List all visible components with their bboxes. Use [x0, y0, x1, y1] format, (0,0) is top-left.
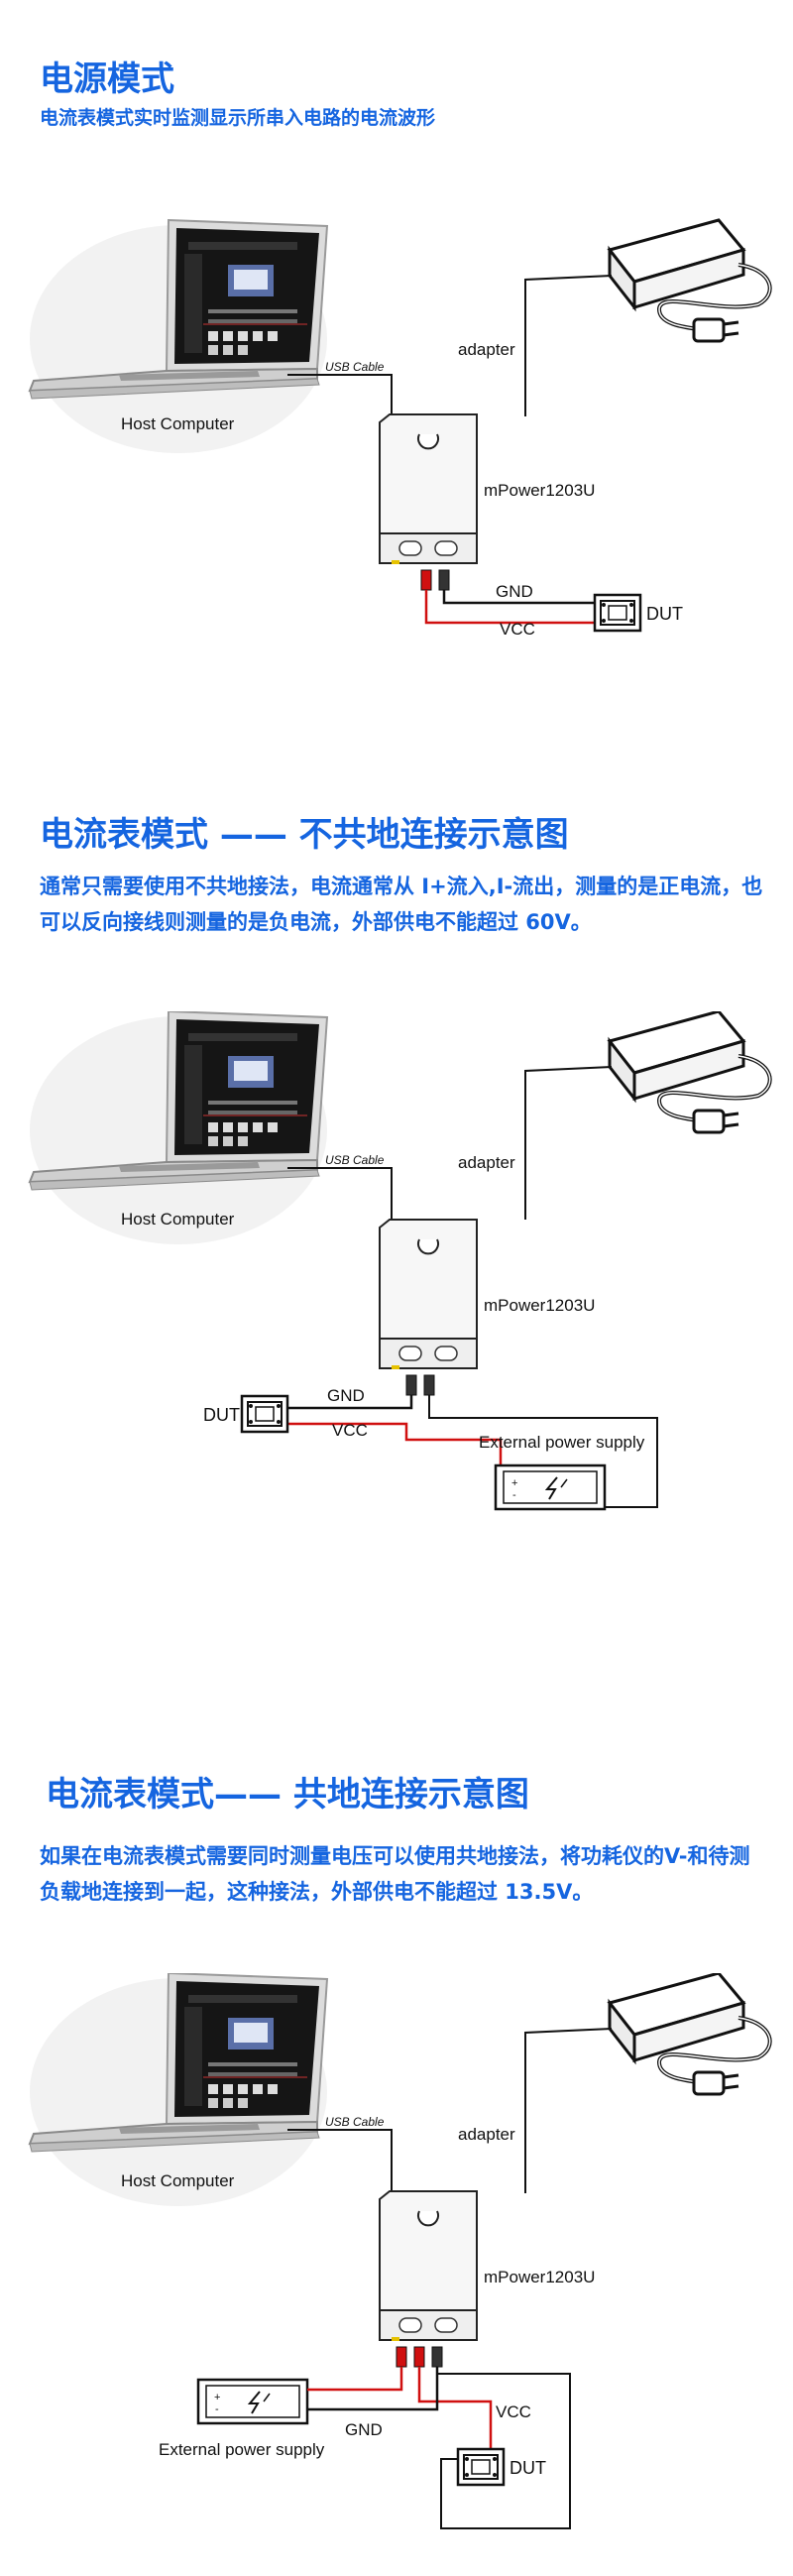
host-computer-label: Host Computer — [121, 414, 235, 433]
adapter-cable — [524, 1066, 613, 1220]
dut-board-image — [456, 2447, 506, 2487]
adapter-label: adapter — [458, 2125, 515, 2144]
usb-cable-line — [287, 2129, 393, 2193]
supply-return-wire — [428, 1395, 658, 1508]
gnd-wire — [287, 1395, 413, 1410]
adapter-label: adapter — [458, 1153, 515, 1172]
gnd-label: GND — [496, 582, 533, 601]
external-supply-label: External power supply — [159, 2440, 325, 2459]
device-label: mPower1203U — [484, 481, 595, 500]
section-subtitle: 电流表模式实时监测显示所串入电路的电流波形 — [40, 107, 436, 129]
power-mode-diagram: Host Computer USB Cable adapter mPower12… — [29, 218, 772, 639]
supply-pos-wire — [307, 2367, 403, 2392]
usb-cable-label: USB Cable — [325, 2115, 385, 2129]
dut-board-image — [593, 593, 642, 633]
device-label: mPower1203U — [484, 2268, 595, 2286]
adapter-image — [608, 218, 772, 343]
external-power-supply-image — [196, 2378, 309, 2425]
dut-board-image — [240, 1394, 289, 1434]
ammeter-common-ground-diagram: Host Computer USB Cable adapter mPower12… — [29, 1973, 772, 2529]
gnd-label: GND — [345, 2420, 383, 2439]
adapter-image — [608, 1011, 772, 1134]
vcc-wire — [417, 2367, 493, 2449]
adapter-image — [608, 1973, 772, 2096]
vcc-label: VCC — [332, 1421, 368, 1440]
usb-cable-line — [287, 374, 393, 416]
device-label: mPower1203U — [484, 1296, 595, 1315]
section-title: 电源模式 — [40, 59, 174, 99]
usb-cable-label: USB Cable — [325, 360, 385, 374]
mpower-device-image — [379, 2190, 478, 2342]
common-ground-wire — [437, 2373, 571, 2529]
external-power-supply-image — [494, 1464, 607, 1511]
vcc-wire — [287, 1422, 501, 1442]
host-computer-label: Host Computer — [121, 2171, 235, 2190]
section-description: 通常只需要使用不共地接法，电流通常从 I+流入,I-流出，测量的是正电流，也可以… — [40, 875, 763, 934]
gnd-wire — [307, 2367, 439, 2411]
section-power-mode: 电源模式 电流表模式实时监测显示所串入电路的电流波形 Host Computer… — [0, 0, 793, 694]
vcc-wire — [424, 590, 595, 625]
usb-cable-label: USB Cable — [325, 1153, 385, 1167]
section-ammeter-common-ground: 电流表模式—— 共地连接示意图 如果在电流表模式需要同时测量电压可以使用共地接法… — [0, 1735, 793, 2576]
ammeter-isolated-diagram: Host Computer USB Cable adapter mPower12… — [29, 1011, 772, 1511]
external-supply-label: External power supply — [479, 1433, 645, 1452]
section-description: 如果在电流表模式需要同时测量电压可以使用共地接法，将功耗仪的V-和待测负载地连接… — [40, 1844, 750, 1904]
usb-cable-line — [287, 1167, 393, 1220]
dut-label: DUT — [646, 604, 683, 624]
mpower-device-image — [379, 1219, 478, 1370]
gnd-label: GND — [327, 1386, 365, 1405]
gnd-wire — [442, 590, 595, 605]
dut-label: DUT — [510, 2458, 546, 2478]
vcc-label: VCC — [496, 2402, 531, 2421]
adapter-cable — [524, 2028, 613, 2193]
vcc-label: VCC — [500, 620, 535, 639]
dut-label: DUT — [203, 1405, 240, 1425]
adapter-label: adapter — [458, 340, 515, 359]
mpower-device-image — [379, 413, 478, 565]
adapter-cable — [524, 275, 613, 416]
section-title: 电流表模式 —— 不共地连接示意图 — [40, 815, 569, 855]
section-title: 电流表模式—— 共地连接示意图 — [46, 1775, 529, 1815]
section-ammeter-isolated: 电流表模式 —— 不共地连接示意图 通常只需要使用不共地接法，电流通常从 I+流… — [0, 773, 793, 1666]
host-computer-label: Host Computer — [121, 1210, 235, 1229]
